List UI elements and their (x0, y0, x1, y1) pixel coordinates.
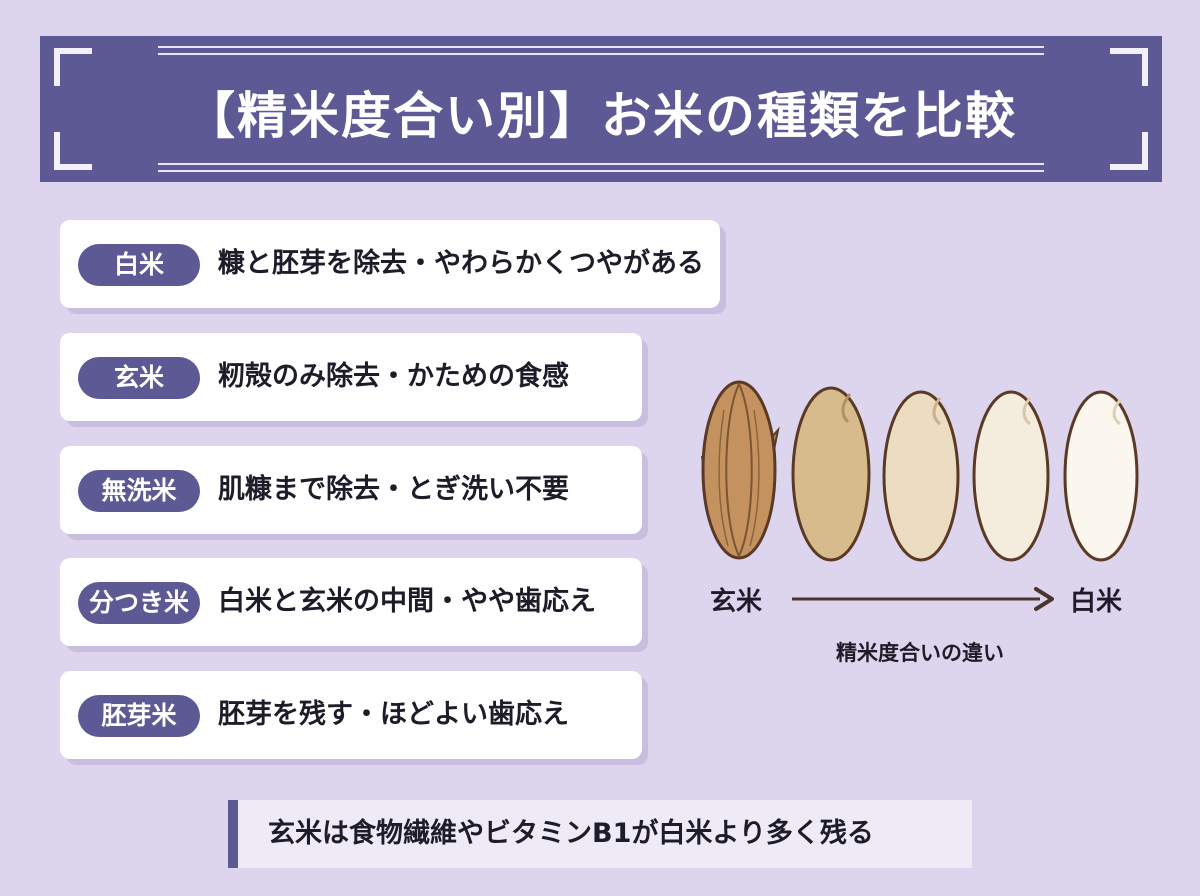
rice-type-description: 肌糠まで除去・とぎ洗い不要 (218, 474, 569, 505)
corner-bracket (54, 48, 92, 86)
rice-type-card-hakumai: 白米 糠と胚芽を除去・やわらかくつやがある (60, 220, 720, 308)
rice-grain-illustration (701, 380, 1139, 562)
rice-type-description: 糠と胚芽を除去・やわらかくつやがある (218, 248, 704, 279)
rice-type-label: 胚芽米 (78, 695, 200, 737)
brown-rice-grain-icon (791, 386, 871, 562)
arrow-right-icon (792, 587, 1054, 611)
scale-caption: 精米度合いの違い (836, 641, 1004, 665)
scale-start-label: 玄米 (710, 587, 763, 617)
husked-rice-grain-icon (701, 380, 780, 560)
scale-end-label: 白米 (1070, 587, 1123, 617)
banner-rule (158, 163, 1044, 165)
partially-milled-rice-grain-icon (882, 390, 960, 562)
rice-type-card-haigamai: 胚芽米 胚芽を残す・ほどよい歯応え (60, 671, 642, 759)
banner-rule (158, 170, 1044, 172)
corner-bracket (54, 132, 92, 170)
rice-type-card-genmai: 玄米 籾殻のみ除去・かための食感 (60, 333, 642, 421)
corner-bracket (1110, 132, 1148, 170)
rice-type-description: 白米と玄米の中間・やや歯応え (218, 586, 596, 617)
page-title: 【精米度合い別】お米の種類を比較 (185, 87, 1017, 145)
white-rice-grain-icon (1063, 390, 1139, 562)
banner-rule (158, 53, 1044, 55)
title-banner: 【精米度合い別】お米の種類を比較 (40, 36, 1162, 182)
mostly-milled-rice-grain-icon (972, 390, 1050, 562)
corner-bracket (1110, 48, 1148, 86)
rice-type-label: 分つき米 (78, 582, 200, 624)
banner-rule (158, 46, 1044, 48)
summary-note: 玄米は食物繊維やビタミンB1が白米より多く残る (228, 800, 972, 868)
rice-type-card-musenmai: 無洗米 肌糠まで除去・とぎ洗い不要 (60, 446, 642, 534)
summary-note-text: 玄米は食物繊維やビタミンB1が白米より多く残る (268, 818, 874, 849)
rice-type-description: 胚芽を残す・ほどよい歯応え (218, 699, 569, 730)
rice-type-card-butsukimai: 分つき米 白米と玄米の中間・やや歯応え (60, 558, 642, 646)
rice-type-label: 白米 (78, 244, 200, 286)
rice-type-label: 無洗米 (78, 470, 200, 512)
rice-type-label: 玄米 (78, 357, 200, 399)
rice-type-description: 籾殻のみ除去・かための食感 (218, 361, 569, 392)
